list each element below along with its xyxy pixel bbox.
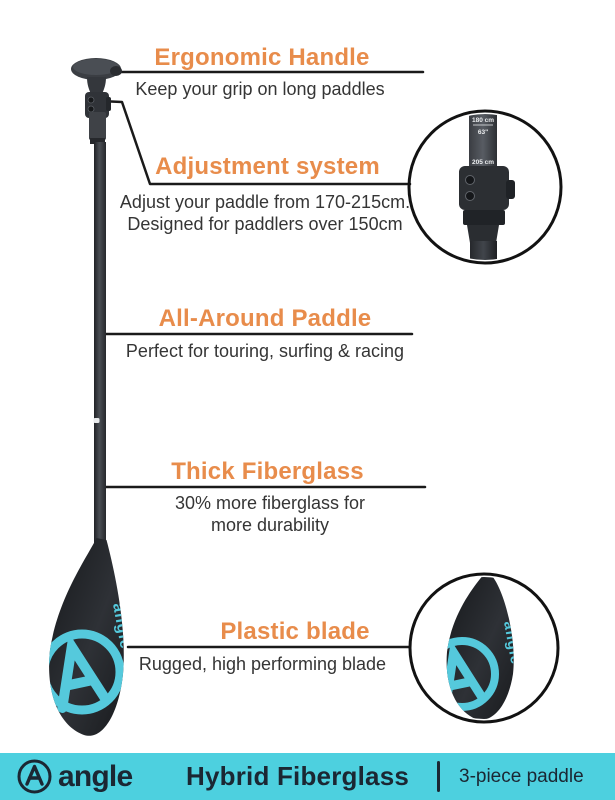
adjustment-desc-line2: Designed for paddlers over 150cm: [127, 214, 403, 234]
brand-logo: angle: [16, 753, 133, 800]
brand-name: angle: [58, 759, 133, 793]
shaft-clip-button: [93, 418, 100, 423]
fiberglass-desc-line2: more durability: [210, 515, 330, 535]
inset-lower-tube: [470, 241, 497, 260]
inset-collar: [463, 210, 505, 225]
fiberglass-desc-line1: 30% more fiberglass for: [174, 493, 366, 513]
shaft-marking-length2: 205 cm: [472, 159, 494, 166]
upper-tube: [89, 112, 106, 140]
handle-clamp: [85, 92, 111, 118]
inset-clamp-body: [459, 166, 509, 210]
section-title-plastic-blade: Plastic blade: [220, 618, 370, 645]
shaft-marking-length: 180 cm: [472, 117, 494, 124]
blade-inset: angle: [408, 572, 560, 724]
footer-divider: [437, 761, 440, 792]
paddle-shaft: [94, 142, 106, 546]
section-desc-all-around: Perfect for touring, surfing & racing: [125, 341, 405, 361]
product-name: Hybrid Fiberglass: [186, 761, 410, 791]
paddle: angle: [49, 58, 124, 736]
product-variant: 3-piece paddle: [459, 766, 584, 787]
inset-clamp-screw-1: [465, 175, 475, 185]
section-title-thick-fiberglass: Thick Fiberglass: [171, 458, 364, 485]
shaft-marking-inches: 63": [478, 129, 488, 136]
blade-logo: angle: [49, 602, 124, 715]
inset-clamp-screw-2: [465, 191, 475, 201]
section-desc-plastic-blade: Rugged, high performing blade: [138, 654, 387, 674]
blade-inset-ring: [408, 572, 560, 724]
section-title-ergonomic-handle: Ergonomic Handle: [154, 44, 370, 71]
angle-logo-icon: [17, 759, 52, 794]
adjustment-inset: 180 cm 63" 205 cm: [407, 109, 563, 265]
inset-upper-tube: [469, 114, 497, 168]
section-desc-thick-fiberglass: 30% more fiberglass for more durability: [105, 492, 435, 536]
blade-logo-ring: [49, 629, 124, 715]
section-title-all-around: All-Around Paddle: [158, 305, 372, 332]
inset-clamp-lever: [506, 180, 515, 199]
footer-bar: angle Hybrid Fiberglass 3-piece paddle: [0, 753, 615, 800]
section-desc-ergonomic-handle: Keep your grip on long paddles: [135, 79, 385, 99]
adjustment-inset-ring: [407, 109, 563, 265]
inset-blade-logo-ring: [446, 637, 499, 711]
handle-grip: [71, 58, 122, 93]
shaft-collar: [90, 138, 105, 144]
section-desc-adjustment-system: Adjust your paddle from 170-215cm. Desig…: [100, 191, 430, 235]
blade-logo-letter-a: [57, 632, 111, 713]
adjustment-desc-line1: Adjust your paddle from 170-215cm.: [119, 192, 411, 212]
section-title-adjustment-system: Adjustment system: [155, 153, 380, 180]
